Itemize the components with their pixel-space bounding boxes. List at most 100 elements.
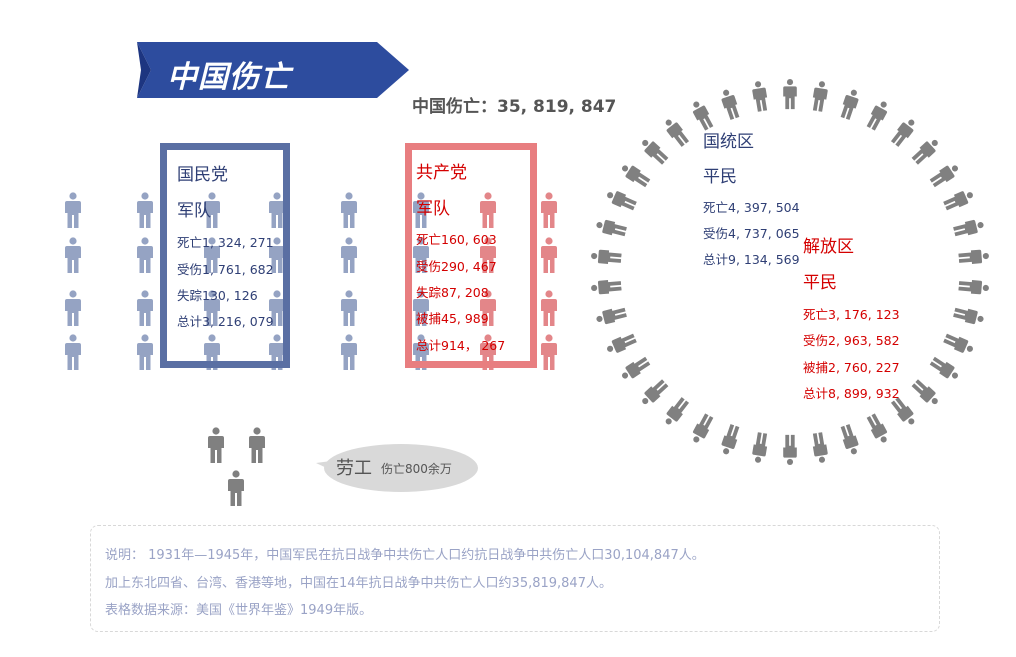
- person-icon: [958, 279, 990, 294]
- person-icon: [208, 427, 224, 463]
- kmt-stat: 受伤1, 761, 682: [177, 262, 274, 277]
- person-icon: [269, 237, 285, 273]
- person-icon: [596, 307, 627, 324]
- kmt-army-box: [160, 143, 290, 368]
- person-icon: [866, 101, 888, 132]
- person-icon: [911, 378, 938, 404]
- person-icon: [413, 192, 429, 228]
- person-icon: [541, 334, 557, 370]
- person-icon: [813, 81, 829, 113]
- person-icon: [590, 250, 622, 265]
- person-icon: [721, 424, 740, 455]
- person-icon: [953, 220, 984, 237]
- person-icon: [929, 357, 958, 379]
- person-icon: [866, 412, 888, 443]
- person-icon: [65, 237, 81, 273]
- kmt-stat: 失踪130, 126: [177, 288, 258, 303]
- person-icon: [204, 192, 220, 228]
- note-line: 说明： 1931年—1945年，中国军民在抗日战争中共伤亡人口约抗日战争中共伤亡…: [105, 548, 705, 563]
- person-icon: [480, 192, 496, 228]
- person-icon: [65, 192, 81, 228]
- title-banner: [137, 42, 409, 98]
- kmt-party-label: 国民党: [177, 165, 228, 185]
- person-icon: [929, 165, 958, 187]
- person-icon: [341, 192, 357, 228]
- ccp-army-box: [405, 143, 537, 368]
- person-icon: [840, 89, 859, 120]
- person-icon: [269, 192, 285, 228]
- person-icon: [783, 79, 797, 110]
- ccp-stat: 受伤290, 467: [416, 259, 497, 274]
- note-box: 说明： 1931年—1945年，中国军民在抗日战争中共伤亡人口约抗日战争中共伤亡…: [90, 525, 940, 632]
- ccp-group-label: 军队: [416, 199, 450, 219]
- person-icon: [692, 412, 714, 443]
- person-icon: [204, 290, 220, 326]
- labor-detail: 伤亡800余万: [381, 462, 452, 476]
- banner-title: 中国伤亡: [167, 60, 291, 95]
- person-icon: [751, 81, 767, 113]
- ccp-stat: 失踪87, 208: [416, 285, 489, 300]
- kmt-stat: 总计3, 216, 079: [177, 314, 274, 329]
- note-line: 加上东北四省、台湾、香港等地，中国在14年抗日战争中共伤亡人口约35,819,8…: [105, 576, 612, 591]
- person-icon: [622, 357, 651, 379]
- person-icon: [783, 434, 797, 465]
- kmt-group-label: 军队: [177, 201, 211, 221]
- person-icon: [692, 101, 714, 132]
- kmt-area-group: 平民: [703, 167, 737, 187]
- person-icon: [622, 165, 651, 187]
- person-icon: [840, 424, 859, 455]
- kmt-area-stat: 总计9, 134, 569: [703, 252, 800, 267]
- person-icon: [137, 192, 153, 228]
- kmt-area-stat: 受伤4, 737, 065: [703, 226, 800, 241]
- liberated-area-stat: 死亡3, 176, 123: [803, 307, 900, 322]
- person-icon: [137, 290, 153, 326]
- labor-speech-bubble: [316, 444, 478, 492]
- liberated-area-stat: 总计8, 899, 932: [803, 386, 900, 401]
- ccp-stat: 死亡160, 603: [416, 232, 497, 247]
- person-icon: [480, 290, 496, 326]
- person-icon: [249, 427, 265, 463]
- kmt-area-label: 国统区: [703, 132, 754, 152]
- person-icon: [65, 290, 81, 326]
- liberated-area-group: 平民: [803, 273, 837, 293]
- person-icon: [911, 140, 938, 166]
- total-casualties: 中国伤亡：35, 819, 847: [412, 97, 617, 117]
- person-icon: [228, 470, 244, 506]
- person-icon: [606, 191, 637, 211]
- person-icon: [606, 333, 637, 353]
- person-icon: [137, 334, 153, 370]
- person-icon: [943, 191, 974, 211]
- kmt-stat: 死亡1, 324, 271: [177, 235, 274, 250]
- person-icon: [890, 119, 914, 147]
- note-line: 表格数据来源：美国《世界年鉴》1949年版。: [105, 603, 373, 618]
- person-icon: [541, 237, 557, 273]
- person-icon: [590, 279, 622, 294]
- ccp-stat: 被捕45, 989: [416, 311, 489, 326]
- person-icon: [665, 397, 690, 425]
- person-icon: [943, 333, 974, 353]
- person-icon: [269, 290, 285, 326]
- person-icon: [480, 237, 496, 273]
- liberated-area-label: 解放区: [803, 237, 854, 257]
- person-icon: [751, 431, 767, 463]
- person-icon: [721, 89, 740, 120]
- person-icon: [137, 237, 153, 273]
- person-icon: [65, 334, 81, 370]
- labor-title: 劳工: [336, 458, 372, 479]
- person-icon: [541, 192, 557, 228]
- ccp-stat: 总计914， 267: [416, 338, 506, 353]
- person-icon: [341, 334, 357, 370]
- person-icon: [596, 220, 627, 237]
- person-icon: [413, 290, 429, 326]
- person-icon: [958, 250, 990, 265]
- person-icon: [341, 290, 357, 326]
- kmt-area-stat: 死亡4, 397, 504: [703, 200, 800, 215]
- person-icon: [665, 119, 690, 147]
- person-icon: [890, 397, 914, 425]
- person-icon: [413, 237, 429, 273]
- person-icon: [341, 237, 357, 273]
- person-icon: [642, 378, 669, 404]
- ccp-party-label: 共产党: [416, 163, 467, 183]
- liberated-area-stat: 受伤2, 963, 582: [803, 333, 900, 348]
- person-icon: [204, 237, 220, 273]
